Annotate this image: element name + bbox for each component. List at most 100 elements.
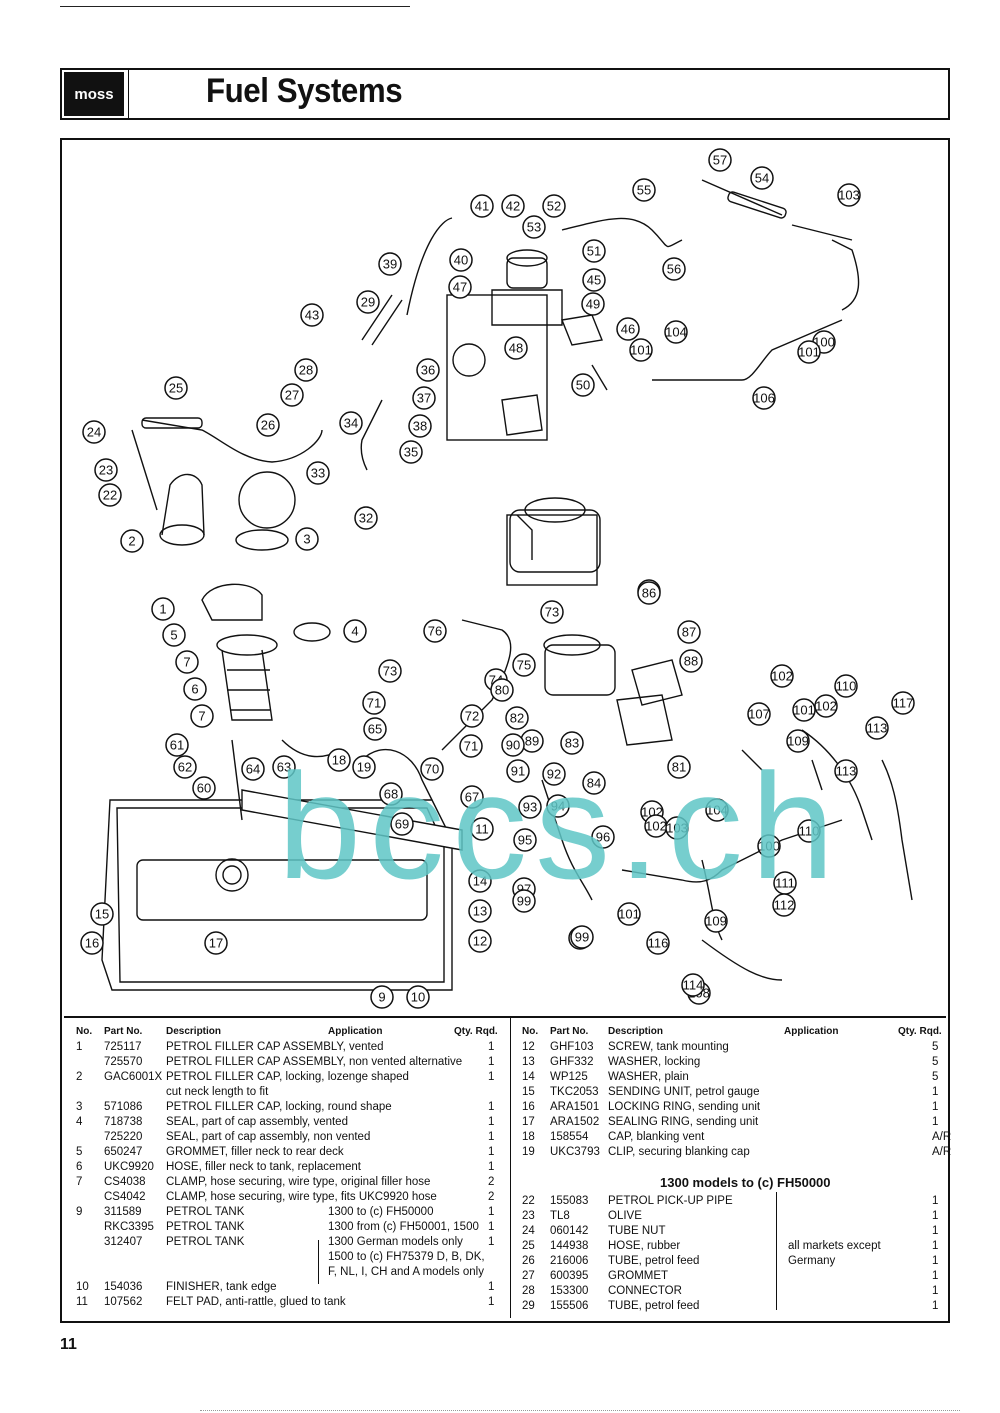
callout-109: 109 bbox=[786, 729, 810, 753]
cell-part: 311589 bbox=[104, 1206, 142, 1218]
page-number: 11 bbox=[60, 1336, 77, 1353]
callout-52: 52 bbox=[542, 194, 566, 218]
cell-part: UKC9920 bbox=[104, 1161, 154, 1173]
cell-app: 1300 German models only bbox=[328, 1236, 463, 1248]
callout-72: 72 bbox=[460, 704, 484, 728]
callout-number: 88 bbox=[684, 654, 698, 669]
col-no-header: No. bbox=[76, 1026, 93, 1037]
callout-92: 92 bbox=[542, 762, 566, 786]
callout-number: 34 bbox=[344, 416, 358, 431]
callout-75: 75 bbox=[512, 653, 536, 677]
cell-qty: 1 bbox=[488, 1056, 495, 1068]
callout-27: 27 bbox=[280, 383, 304, 407]
callout-number: 73 bbox=[383, 664, 397, 679]
callout-34: 34 bbox=[339, 411, 363, 435]
callout-88: 88 bbox=[679, 649, 703, 673]
cell-desc: PETROL TANK bbox=[166, 1236, 245, 1248]
cell-qty: 1 bbox=[932, 1270, 939, 1282]
callout-number: 53 bbox=[527, 220, 541, 235]
callout-22: 22 bbox=[98, 483, 122, 507]
cell-part: GHF332 bbox=[550, 1056, 594, 1068]
callout-number: 70 bbox=[425, 762, 439, 777]
callout-102: 102 bbox=[814, 694, 838, 718]
callout-60: 60 bbox=[192, 776, 216, 800]
col-desc-header: Description bbox=[608, 1026, 664, 1037]
cell-part: 158554 bbox=[550, 1131, 589, 1143]
callout-117: 117 bbox=[891, 691, 915, 715]
callout-number: 50 bbox=[576, 378, 590, 393]
callout-18: 18 bbox=[327, 748, 351, 772]
cell-qty: 1 bbox=[932, 1285, 939, 1297]
cell-no: 27 bbox=[522, 1270, 535, 1282]
cell-desc: LOCKING RING, sending unit bbox=[608, 1101, 761, 1113]
cell-qty: A/R bbox=[932, 1131, 952, 1143]
callout-53: 53 bbox=[522, 215, 546, 239]
cell-desc: PETROL TANK bbox=[166, 1221, 245, 1233]
callout-37: 37 bbox=[412, 386, 436, 410]
callout-number: 23 bbox=[99, 463, 113, 478]
cell-part: 571086 bbox=[104, 1101, 143, 1113]
callout-number: 116 bbox=[648, 936, 669, 951]
callout-number: 13 bbox=[473, 904, 487, 919]
cell-desc: HOSE, rubber bbox=[608, 1240, 681, 1252]
callout-51: 51 bbox=[582, 239, 606, 263]
callout-68: 68 bbox=[379, 782, 403, 806]
callout-76: 76 bbox=[423, 619, 447, 643]
callout-25: 25 bbox=[164, 376, 188, 400]
callout-number: 11 bbox=[475, 822, 489, 837]
callout-38: 38 bbox=[408, 414, 432, 438]
callout-19: 19 bbox=[352, 755, 376, 779]
callout-number: 2 bbox=[128, 534, 135, 549]
callout-101: 101 bbox=[797, 340, 821, 364]
callout-107: 107 bbox=[747, 702, 771, 726]
callout-number: 109 bbox=[705, 914, 727, 929]
callout-94: 94 bbox=[546, 794, 570, 818]
callout-number: 14 bbox=[473, 874, 487, 889]
cell-app: F, NL, I, CH and A models only bbox=[328, 1266, 484, 1278]
cell-part: 107562 bbox=[104, 1296, 143, 1308]
callout-number: 40 bbox=[454, 253, 468, 268]
cell-desc: CONNECTOR bbox=[608, 1285, 682, 1297]
cell-no: 12 bbox=[522, 1041, 535, 1053]
cell-qty: A/R bbox=[932, 1146, 952, 1158]
callout-number: 12 bbox=[473, 934, 487, 949]
callout-102: 102 bbox=[770, 664, 794, 688]
callout-46: 46 bbox=[616, 317, 640, 341]
callout-number: 56 bbox=[667, 262, 681, 277]
cell-qty: 5 bbox=[932, 1041, 939, 1053]
cell-desc: GROMMET bbox=[608, 1270, 669, 1282]
cell-part: TKC2053 bbox=[550, 1086, 599, 1098]
cell-part: GHF103 bbox=[550, 1041, 594, 1053]
callout-110: 110 bbox=[834, 674, 858, 698]
cell-qty: 1 bbox=[932, 1225, 939, 1237]
application-bracket bbox=[776, 1192, 777, 1310]
moss-logo: moss bbox=[64, 72, 124, 116]
callout-number: 102 bbox=[815, 699, 837, 714]
callout-number: 114 bbox=[683, 978, 704, 993]
callout-3: 3 bbox=[295, 527, 319, 551]
callout-number: 62 bbox=[178, 760, 192, 775]
top-rule bbox=[60, 6, 410, 7]
cell-qty: 2 bbox=[488, 1176, 495, 1188]
callout-number: 96 bbox=[596, 830, 610, 845]
callout-109: 109 bbox=[704, 909, 728, 933]
callout-73: 73 bbox=[378, 659, 402, 683]
callout-number: 87 bbox=[682, 625, 696, 640]
callout-23: 23 bbox=[94, 458, 118, 482]
callout-15: 15 bbox=[90, 902, 114, 926]
callout-35: 35 bbox=[399, 440, 423, 464]
cell-part: ARA1502 bbox=[550, 1116, 600, 1128]
callout-41: 41 bbox=[470, 194, 494, 218]
callout-112: 112 bbox=[772, 893, 796, 917]
cell-no: 1 bbox=[76, 1041, 83, 1053]
callout-number: 76 bbox=[428, 624, 442, 639]
cell-no: 11 bbox=[76, 1296, 88, 1308]
callout-100: 100 bbox=[757, 834, 781, 858]
callout-14: 14 bbox=[468, 869, 492, 893]
callout-45: 45 bbox=[582, 268, 606, 292]
callout-number: 6 bbox=[191, 682, 198, 697]
callout-number: 75 bbox=[517, 658, 531, 673]
callout-number: 90 bbox=[506, 738, 520, 753]
callout-113: 113 bbox=[834, 759, 858, 783]
callout-103: 103 bbox=[837, 183, 861, 207]
